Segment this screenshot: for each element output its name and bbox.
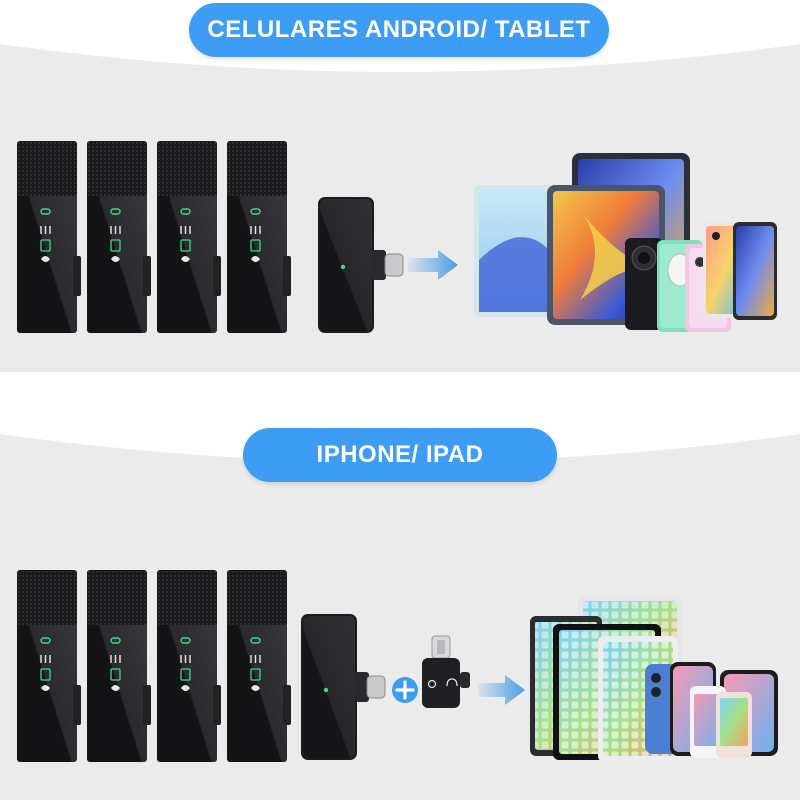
- link-icon: [40, 637, 51, 644]
- usb-c-plug: [384, 253, 404, 277]
- battery-icon: [250, 668, 261, 681]
- battery-icon: [180, 239, 191, 252]
- section-title-apple: IPHONE/ IPAD: [243, 428, 557, 482]
- equalizer-icon: [40, 226, 51, 234]
- link-icon: [40, 208, 51, 215]
- equalizer-icon: [110, 655, 121, 663]
- transmitter: [87, 141, 151, 333]
- denoise-icon: [41, 685, 50, 691]
- arrow-icon: [408, 250, 458, 280]
- transmitter: [157, 570, 221, 762]
- denoise-icon: [181, 685, 190, 691]
- equalizer-icon: [40, 655, 51, 663]
- android-devices: [474, 153, 777, 332]
- battery-icon: [110, 668, 121, 681]
- link-icon: [110, 208, 121, 215]
- battery-icon: [180, 668, 191, 681]
- link-icon: [180, 208, 191, 215]
- denoise-icon: [251, 256, 260, 262]
- link-icon: [250, 208, 261, 215]
- usb-c-plug: [366, 675, 386, 699]
- usb-c-receiver: [301, 614, 386, 760]
- denoise-icon: [181, 256, 190, 262]
- status-led: [340, 264, 346, 270]
- equalizer-icon: [250, 655, 261, 663]
- equalizer-icon: [250, 226, 261, 234]
- android-scene: [17, 141, 777, 333]
- link-icon: [110, 637, 121, 644]
- transmitter: [87, 570, 151, 762]
- transmitter-group: [17, 570, 291, 762]
- plus-icon: [392, 677, 418, 703]
- transmitter: [17, 141, 81, 333]
- transmitter: [227, 141, 291, 333]
- status-led: [323, 687, 329, 693]
- battery-icon: [40, 239, 51, 252]
- headphone-icon: [446, 678, 458, 687]
- denoise-icon: [111, 256, 120, 262]
- equalizer-icon: [180, 226, 191, 234]
- equalizer-icon: [110, 226, 121, 234]
- denoise-icon: [41, 256, 50, 262]
- transmitter: [17, 570, 81, 762]
- battery-icon: [40, 668, 51, 681]
- transmitter: [227, 570, 291, 762]
- battery-icon: [250, 239, 261, 252]
- charge-icon: [427, 679, 437, 689]
- transmitter: [157, 141, 221, 333]
- equalizer-icon: [180, 655, 191, 663]
- arrow-icon: [478, 675, 525, 705]
- transmitter-group: [17, 141, 291, 333]
- usb-c-receiver: [318, 197, 404, 333]
- link-icon: [180, 637, 191, 644]
- battery-icon: [110, 239, 121, 252]
- denoise-icon: [251, 685, 260, 691]
- section-android: CELULARES ANDROID/ TABLET: [0, 3, 800, 372]
- lightning-adapter: [422, 635, 470, 708]
- link-icon: [250, 637, 261, 644]
- section-title-android: CELULARES ANDROID/ TABLET: [189, 3, 609, 57]
- apple-devices: [530, 596, 778, 762]
- apple-scene: [17, 570, 778, 762]
- denoise-icon: [111, 685, 120, 691]
- section-apple: IPHONE/ IPAD: [0, 400, 800, 800]
